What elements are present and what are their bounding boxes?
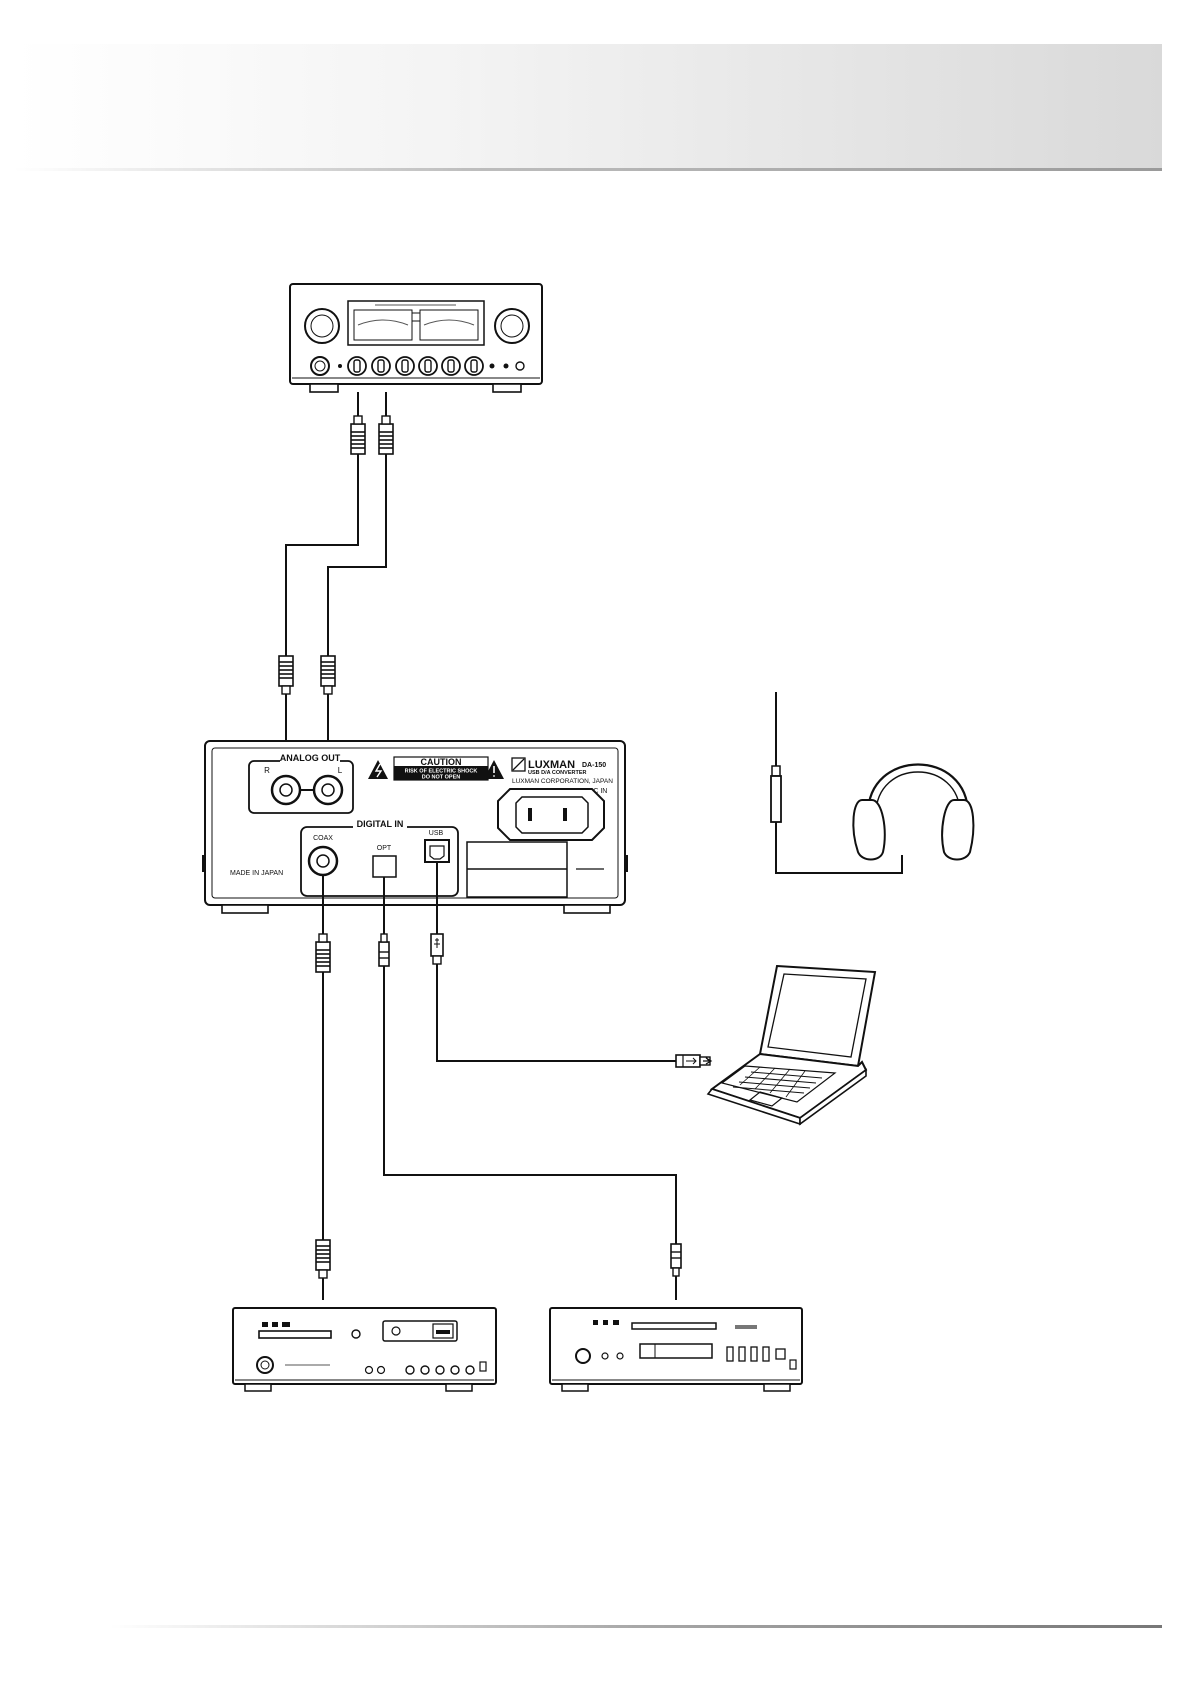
coax-label: COAX [313, 835, 333, 842]
laptop-computer [708, 966, 875, 1124]
right-earcup-icon [942, 800, 973, 860]
usb-label: USB [429, 830, 444, 837]
opt-label: OPT [377, 845, 392, 852]
cd-player-left [233, 1308, 496, 1391]
analog-r-label: R [264, 766, 270, 775]
analog-l-label: L [338, 766, 343, 775]
model-subtitle: USB D/A CONVERTER [528, 770, 586, 776]
caution-title: CAUTION [421, 757, 462, 767]
model-name: DA-150 [582, 762, 606, 769]
headphone-plug [771, 776, 781, 822]
coax-jack [309, 847, 337, 875]
analog-out-l-jack [314, 776, 342, 804]
amplifier [290, 284, 542, 392]
corporation-label: LUXMAN CORPORATION, JAPAN [512, 778, 613, 785]
digital-in-label: DIGITAL IN [357, 819, 404, 829]
analog-out-r-jack [272, 776, 300, 804]
optical-jack [373, 856, 396, 877]
made-in-label: MADE IN JAPAN [230, 870, 283, 877]
analog-cables [279, 392, 393, 790]
headphones [771, 692, 973, 873]
analog-out-label: ANALOG OUT [280, 753, 341, 763]
caution-line-2: DO NOT OPEN [422, 775, 461, 781]
dac-unit: ANALOG OUT R L CAUTION RISK OF ELECTRIC … [203, 741, 627, 913]
left-earcup-icon [853, 800, 884, 860]
digital-cables [316, 862, 711, 1300]
cd-player-right [550, 1308, 802, 1391]
